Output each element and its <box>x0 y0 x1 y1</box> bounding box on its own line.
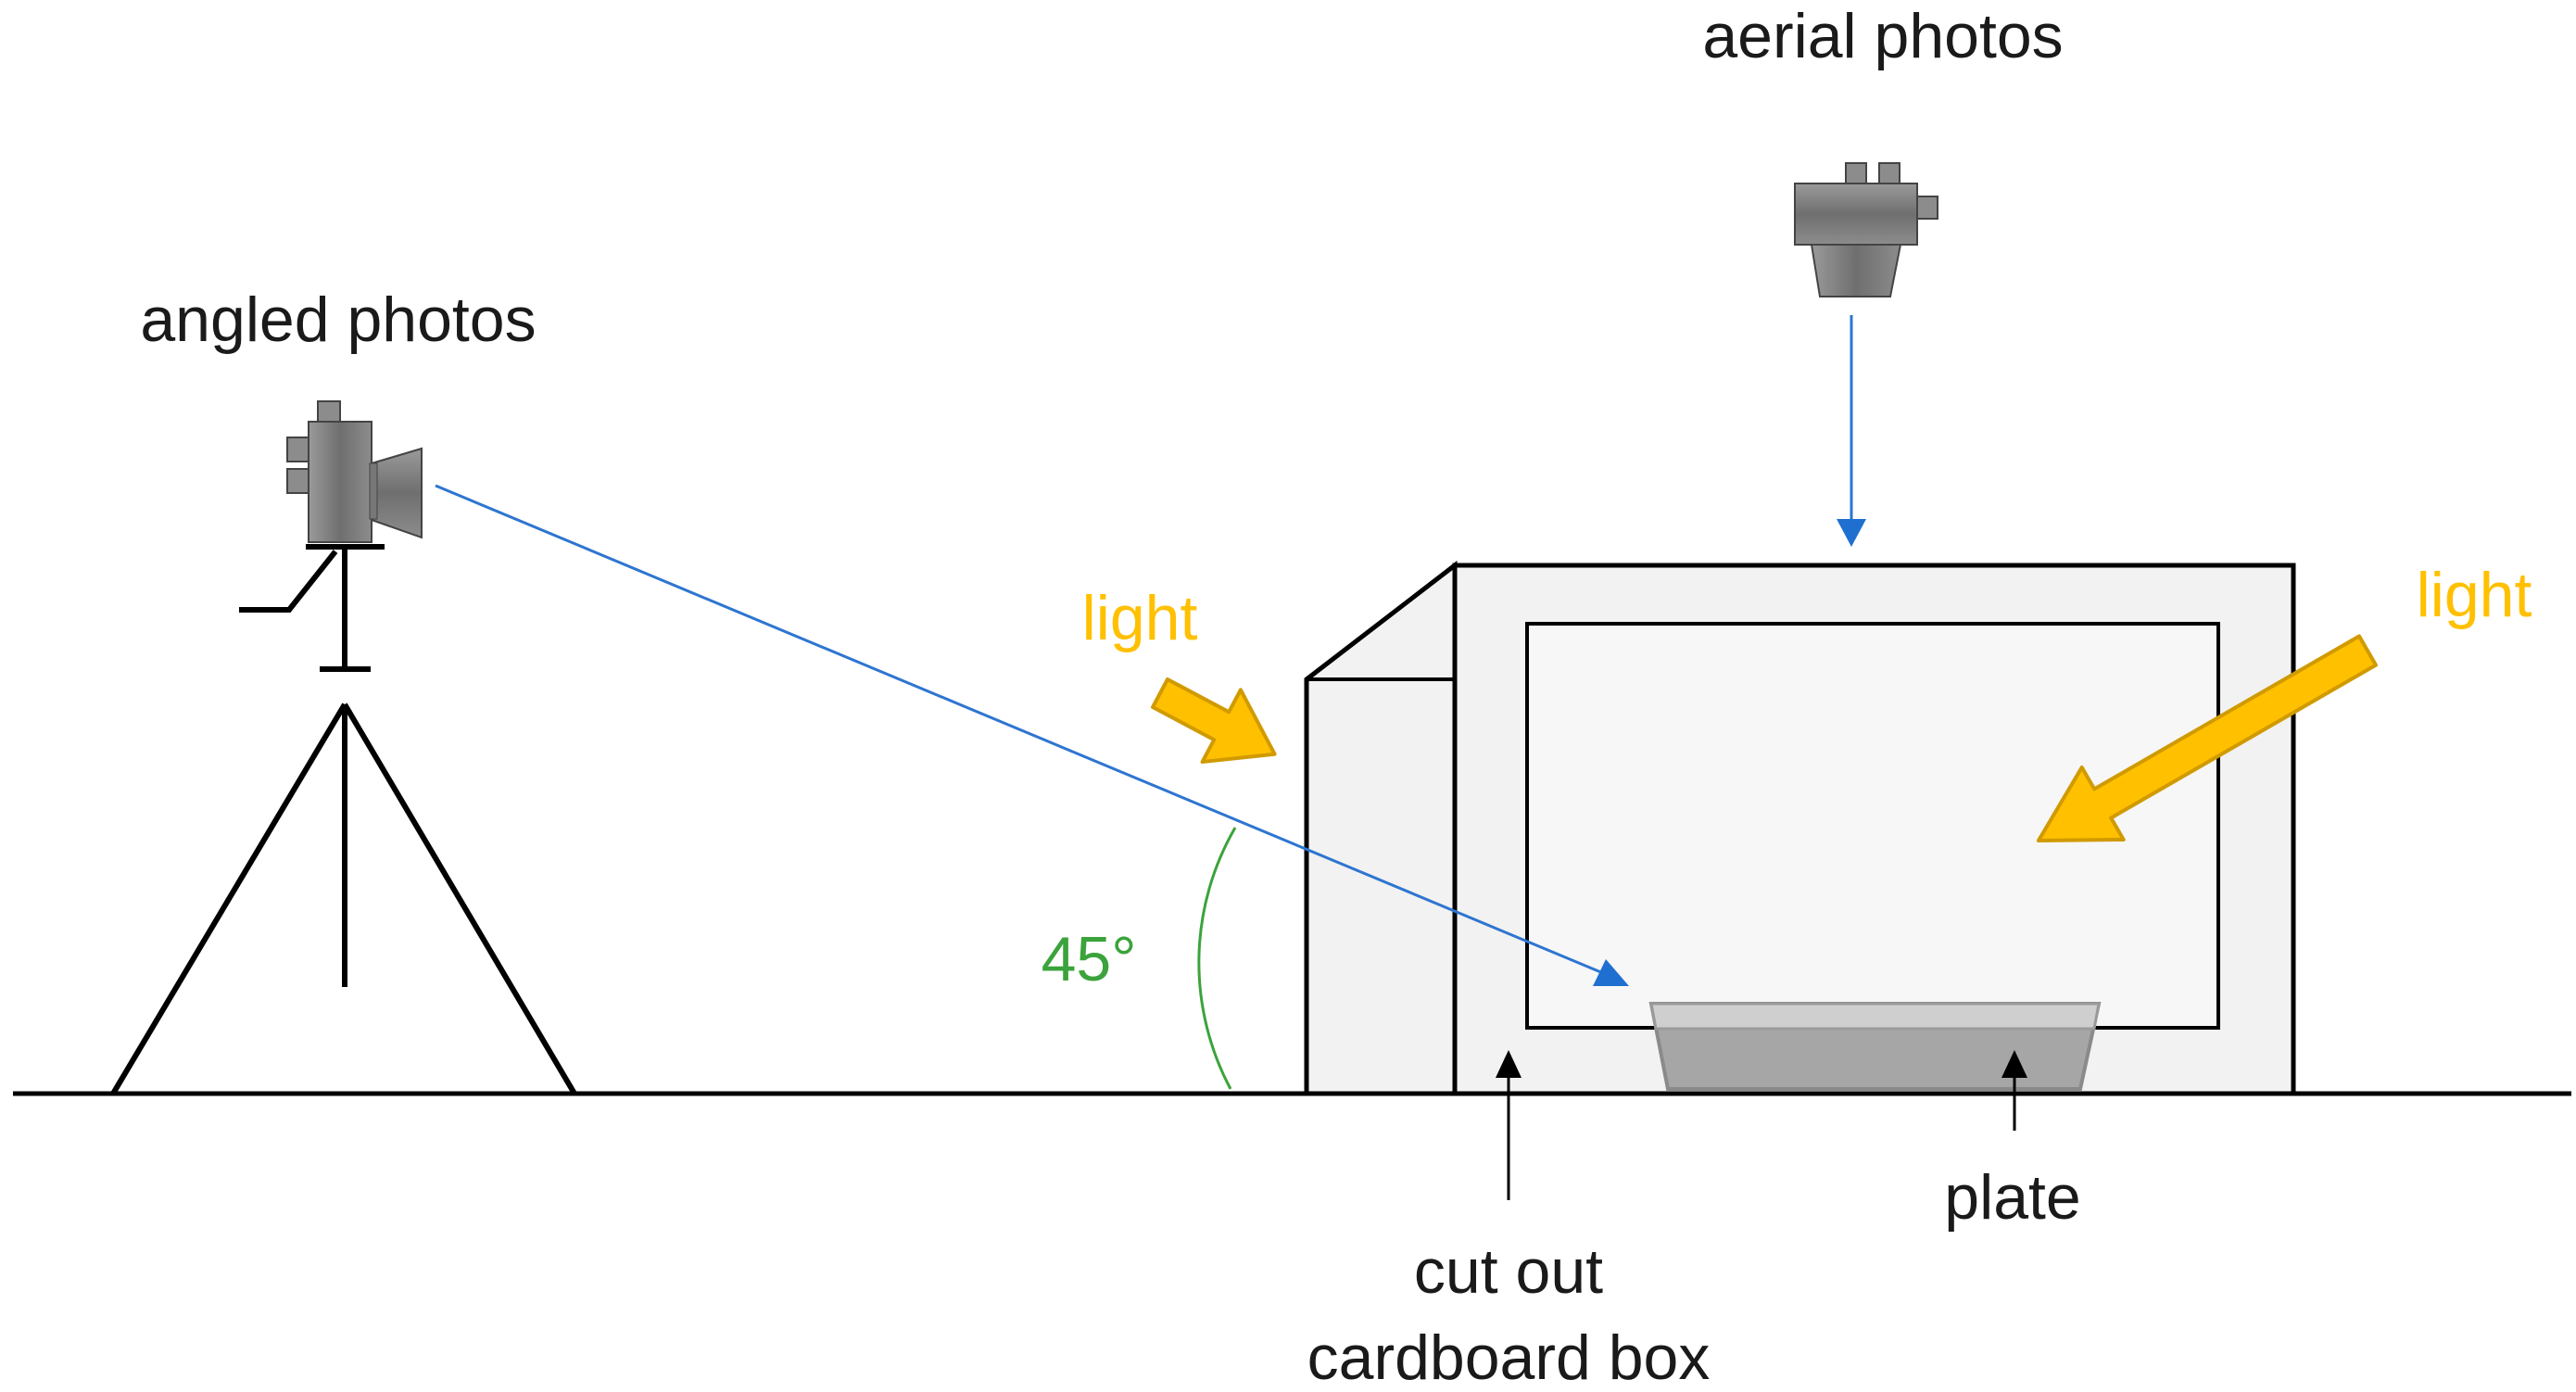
plate-label: plate <box>1944 1162 2080 1233</box>
box-label-line2: cardboard box <box>1307 1322 1711 1387</box>
light-arrow-left <box>1151 677 1277 765</box>
tripod-icon <box>110 544 577 1095</box>
light-label-right: light <box>2417 560 2532 630</box>
angled-sightline <box>435 484 1629 986</box>
box-label-line1: cut out <box>1414 1236 1603 1307</box>
camera-icon <box>1794 162 1938 297</box>
angled-photos-label: angled photos <box>140 285 536 355</box>
box-pointer <box>1496 1050 1522 1200</box>
angle-arc <box>1197 827 1237 1090</box>
box-side-panel <box>1304 560 1458 1096</box>
aerial-photos-label: aerial photos <box>1702 1 2063 71</box>
plate-pointer <box>2001 1050 2027 1131</box>
camera-icon <box>286 400 423 543</box>
angle-label: 45° <box>1042 924 1137 994</box>
light-label-left: light <box>1082 583 1198 653</box>
plate-rim <box>1649 1002 2101 1031</box>
light-arrow-right <box>2036 634 2378 842</box>
aerial-sightline <box>1837 315 1866 547</box>
